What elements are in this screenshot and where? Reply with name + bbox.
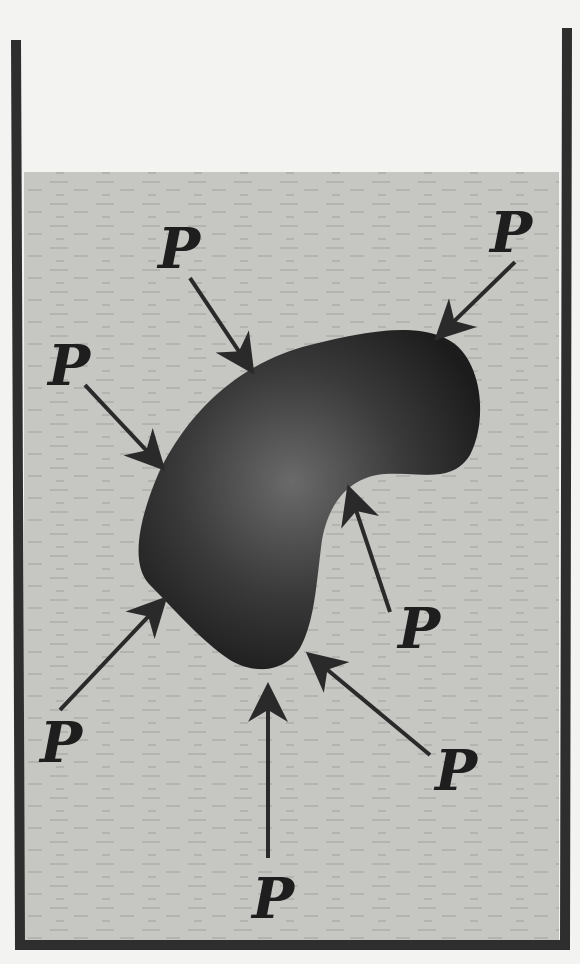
pressure-arrow: [188, 276, 255, 375]
submerged-object: [138, 330, 481, 670]
pressure-labels: P P P P P P P: [38, 200, 534, 932]
pressure-label: P: [433, 738, 479, 804]
pressure-label: P: [156, 216, 202, 282]
pressure-arrow: [434, 260, 517, 341]
pressure-arrow: [341, 484, 392, 613]
pressure-label: P: [46, 333, 92, 399]
pressure-arrows: [58, 260, 517, 858]
pressure-label: P: [250, 866, 296, 932]
pressure-arrow: [305, 651, 432, 757]
pressure-arrow: [83, 383, 166, 471]
pressure-label: P: [488, 200, 534, 266]
container: [11, 27, 572, 950]
pressure-label: P: [38, 710, 84, 776]
pressure-arrow: [58, 596, 168, 712]
pressure-label: P: [396, 596, 442, 662]
